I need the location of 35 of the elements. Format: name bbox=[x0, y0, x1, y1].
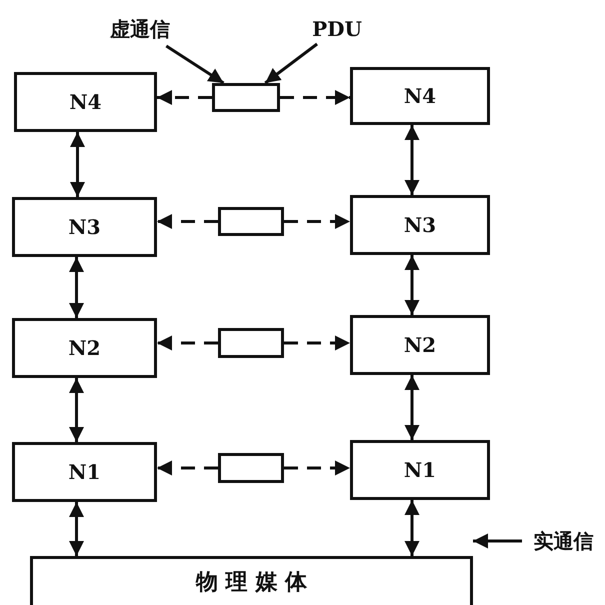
arrow bbox=[404, 255, 420, 315]
dashed-arrow bbox=[284, 214, 350, 229]
arrow bbox=[69, 502, 84, 556]
layer-box: N3 bbox=[12, 197, 157, 257]
pdu-box bbox=[218, 328, 284, 358]
callout-label: 实通信 bbox=[522, 524, 605, 558]
arrow bbox=[404, 500, 420, 556]
dashed-arrow bbox=[157, 214, 218, 229]
pdu-box bbox=[218, 207, 284, 236]
medium-box: 物 理 媒 体 bbox=[30, 556, 473, 605]
arrow bbox=[404, 125, 420, 195]
pdu-box bbox=[212, 83, 280, 112]
dashed-arrow bbox=[157, 90, 212, 105]
layer-box: N4 bbox=[350, 67, 490, 125]
layer-box: N2 bbox=[12, 318, 157, 378]
arrow bbox=[69, 257, 84, 318]
layer-box: N1 bbox=[12, 442, 157, 502]
pdu-box bbox=[218, 453, 284, 483]
layer-box: N2 bbox=[350, 315, 490, 375]
dashed-arrow bbox=[280, 90, 350, 105]
leader-line bbox=[166, 44, 224, 84]
leader-line bbox=[473, 534, 522, 548]
layer-box: N1 bbox=[350, 440, 490, 500]
leader-line bbox=[264, 42, 318, 84]
layer-box: N4 bbox=[14, 72, 157, 132]
dashed-arrow bbox=[157, 336, 218, 350]
dashed-arrow bbox=[284, 336, 350, 350]
layer-box: N3 bbox=[350, 195, 490, 255]
dashed-arrow bbox=[157, 460, 218, 476]
arrow bbox=[404, 375, 420, 440]
arrow bbox=[69, 378, 84, 442]
callout-label: PDU bbox=[312, 14, 362, 44]
dashed-arrow bbox=[284, 460, 350, 476]
arrow bbox=[70, 132, 85, 197]
callout-label: 虚通信 bbox=[98, 12, 182, 46]
